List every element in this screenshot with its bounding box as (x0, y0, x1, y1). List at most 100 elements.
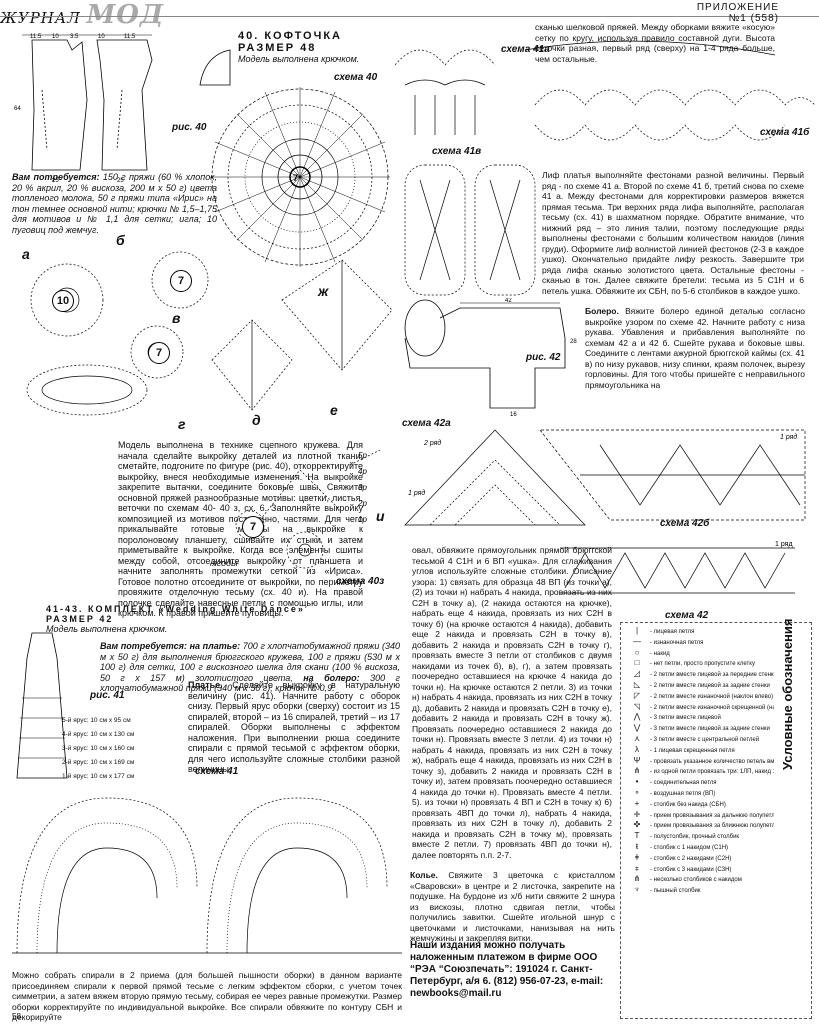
model41-bottom-text: Можно собрать спирали в 2 приема (для бо… (12, 970, 402, 1022)
svg-text:10: 10 (98, 34, 105, 40)
oval-text: овал, обвяжите прямоугольник прямой брюг… (412, 545, 612, 860)
chain-icon: ∘ (634, 787, 640, 797)
no-loop-icon: □ (634, 658, 640, 668)
dec3-center-icon: ⋏ (634, 733, 640, 743)
needs-text: 150 г пряжи (60 % хлопок, 20 % акрил, 20… (12, 172, 217, 235)
needs-dress-heading: Вам потребуется: на платье: (100, 641, 241, 651)
scheme41a-label: схема 41а (501, 44, 550, 55)
dec3-icon: ⋀ (633, 712, 641, 722)
svg-text:64: 64 (14, 106, 21, 112)
dec-left-icon: ◺ (633, 679, 641, 689)
dim-42: 42 (505, 298, 512, 304)
legend-text: - прием провязывания за дальнюю полупетл… (650, 812, 774, 819)
scheme41v-label: схема 41в (432, 146, 482, 157)
inc-icon: ⋔ (633, 766, 641, 776)
legend-list: |- лицевая петля—- изнаночная петля○- на… (624, 626, 774, 896)
scheme41ab-diagram (395, 40, 815, 141)
tier-3: 3-й ярус: 10 см х 160 см (62, 745, 135, 752)
legend-text: - накид (650, 650, 670, 657)
scheme40z-diagram: 5р 4р 3р 2р 1р (235, 450, 381, 569)
legend-text: - нет петли, просто пропустите клетку (650, 661, 755, 668)
bolero-body: Вяжите болеро единой деталью согласно вы… (585, 306, 805, 390)
legend-item: ○- накид (624, 648, 774, 659)
scheme41-diagram (12, 797, 402, 954)
motif-number-7b: 7 (148, 342, 170, 364)
legend-text: - столбик с 1 накидом (С1Н) (650, 844, 729, 851)
letter-d: д (252, 412, 261, 428)
legend-text: - столбик с 2 накидами (С2Н) (650, 855, 732, 862)
letter-zh: ж (318, 283, 329, 299)
sc-back-icon: ✛ (633, 809, 641, 819)
dress-title: Платье. (188, 680, 223, 690)
sc-front-icon: ✜ (633, 820, 641, 830)
svg-text:7: 7 (293, 173, 298, 183)
row-label-4r: 4р (358, 467, 367, 476)
legend-item: Ψ- провязать указанное количество петель… (624, 756, 774, 767)
model40-text: Модель выполнена в технике сцепного круж… (118, 440, 363, 618)
scheme42a-label: схема 42а (402, 418, 451, 429)
dec-right-icon: ◿ (633, 669, 641, 679)
legend-text: - провязать указанное количество петель … (650, 758, 774, 765)
intro-text: сканью шелковой пряжей. Между оборками в… (535, 22, 775, 64)
puff-icon: ♆ (634, 885, 640, 895)
header-rule (0, 16, 819, 17)
cluster-icon: ⋔ (633, 874, 641, 884)
letter-a: а (22, 246, 30, 262)
small-sketch (199, 49, 231, 86)
model40-title: 40. КОФТОЧКА (238, 30, 342, 42)
svg-text:25: 25 (52, 178, 59, 184)
legend-item: ◺- 2 петли вместе лицевой за задние стен… (624, 680, 774, 691)
bodice-text: Лиф платья выполняйте фестонами разной в… (542, 170, 804, 296)
dress-pattern-41 (16, 632, 68, 779)
dec-purl-right-icon: ◹ (633, 701, 641, 711)
dtr-icon: ⧧ (634, 863, 640, 873)
legend-item: ◹ - 2 петли вместе изнаночной скрещенной … (624, 702, 774, 713)
model41-sub: Модель выполнена крючком. (46, 624, 168, 634)
legend-item: ⋔- несколько столбиков с накидом (624, 874, 774, 885)
row2-label: 2 ряд (423, 439, 441, 447)
scheme41v-diagram (404, 164, 536, 296)
tier-2: 2-й ярус: 10 см х 169 см (62, 759, 135, 766)
tier-5: 5-й ярус: 10 см х 95 см (62, 717, 131, 724)
footer-order-info: Наши издания можно получать наложенным п… (410, 940, 604, 999)
dress-text: Платье. Сделайте выкройку в натуральную … (188, 680, 400, 775)
materials-40: Вам потребуется: 150 г пряжи (60 % хлопо… (12, 172, 217, 235)
svg-text:10: 10 (52, 34, 59, 40)
dim-16: 16 (510, 412, 517, 418)
legend-item: ⋔- из одной петли провязать три: 1ЛП, на… (624, 766, 774, 777)
motif-number-10: 10 (52, 290, 74, 312)
tier-list: 5-й ярус: 10 см х 95 см 4-й ярус: 10 см … (62, 714, 134, 784)
letter-g: г (178, 416, 186, 432)
legend-text: - 3 петли вместе с центральной петлей (650, 736, 760, 743)
page-number: 58 (12, 1012, 21, 1021)
needs-bolero-text: 300 г хлопчатобумажной пряжи (340 м х 50… (100, 672, 400, 694)
bolero-text: Болеро. Вяжите болеро единой деталью сог… (585, 306, 805, 390)
legend-text: - 2 петли вместе изнаночной скрещенной (… (650, 704, 774, 711)
legend-text: - воздушная петля (ВП) (650, 790, 716, 797)
svg-text:11.5: 11.5 (30, 34, 42, 40)
magazine-logo: ЖУРНАЛ МОД (0, 0, 164, 30)
kolye-title: Колье. (410, 870, 438, 880)
svg-text:3.5: 3.5 (70, 34, 79, 40)
needs-dress-text: 700 г хлопчатобумажной пряжи (340 м х 50… (100, 641, 400, 683)
legend-item: □ - нет петли, просто пропустите клетку (624, 658, 774, 669)
letter-e: е (330, 402, 338, 418)
bolero-title: Болеро. (585, 306, 619, 316)
tier-4: 4-й ярус: 10 см х 130 см (62, 731, 135, 738)
legend-text: - соединительная петля (650, 780, 717, 787)
legend-item: ∘ - воздушная петля (ВП) (624, 788, 774, 799)
dc-icon: ŧ (635, 841, 639, 851)
hdc-icon: T (634, 831, 640, 841)
svg-text:11.5: 11.5 (124, 34, 136, 40)
row-label-5r: 5р (358, 451, 367, 460)
row-label-1r: 1р (358, 515, 367, 524)
scheme42-diagram: 1 ряд (560, 541, 795, 594)
fig42-label: рис. 42 (526, 352, 561, 363)
row1-label-a: 1 ряд (408, 489, 425, 497)
legend-item: |- лицевая петля (624, 626, 774, 637)
legend-text: - 3 петли вместе лицевой за задние стенк… (650, 726, 770, 733)
legend-text: - прием провязывания за ближнюю полупетл… (650, 823, 774, 830)
row1-label-b: 1 ряд (780, 433, 797, 441)
fig41-label: рис. 41 (90, 690, 125, 701)
